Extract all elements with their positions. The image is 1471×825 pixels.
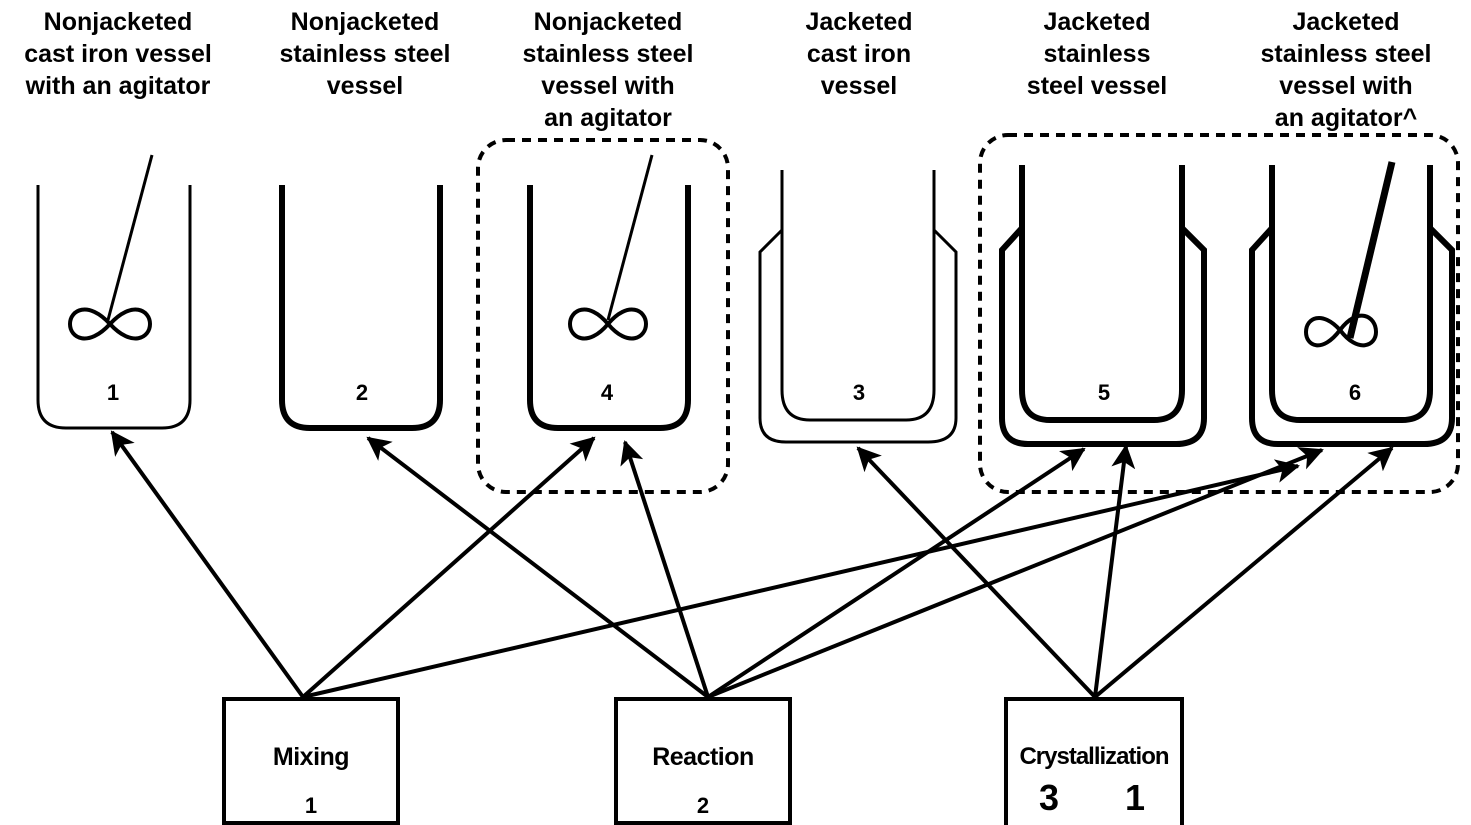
task-box-mixing: Mixing 1 bbox=[222, 697, 400, 825]
vessel-title-3: Jacketed cast iron vessel bbox=[805, 8, 913, 100]
arrow-mixing-to-4 bbox=[301, 436, 596, 699]
agitator-icon bbox=[567, 307, 649, 341]
arrow-mixing-to-6 bbox=[302, 459, 1300, 699]
arrow-reaction-to-2 bbox=[366, 436, 710, 699]
arrow-crystallization-to-3 bbox=[856, 446, 1097, 699]
task-name-mixing: Mixing bbox=[272, 743, 350, 771]
arrow-reaction-to-6 bbox=[707, 447, 1324, 699]
vessel-title-1: Nonjacketed cast iron vessel with an agi… bbox=[24, 8, 212, 100]
vessel-1 bbox=[36, 154, 192, 430]
task-number-mixing: 1 bbox=[304, 793, 318, 818]
group-box-jacketed-stainless bbox=[978, 133, 1460, 494]
arrow-reaction-to-5 bbox=[706, 447, 1086, 699]
vessel-5 bbox=[999, 165, 1207, 447]
agitator-icon bbox=[1303, 313, 1379, 348]
vessel-title-6: Jacketed stainless steel vessel with an … bbox=[1260, 8, 1432, 132]
vessel-6 bbox=[1249, 161, 1455, 447]
arrow-crystallization-to-6 bbox=[1093, 446, 1394, 699]
task-name-crystallization: Crystallization bbox=[1019, 743, 1169, 770]
vessel-number-3: 3 bbox=[852, 380, 866, 405]
vessel-number-4: 4 bbox=[600, 380, 614, 405]
vessel-number-6: 6 bbox=[1348, 380, 1362, 405]
vessel-3 bbox=[758, 170, 958, 444]
task-number-reaction: 2 bbox=[696, 793, 710, 818]
vessel-title-2: Nonjacketed stainless steel vessel bbox=[279, 8, 451, 100]
task-number-crystallization: 3 1 bbox=[1038, 777, 1174, 818]
vessel-number-1: 1 bbox=[106, 380, 120, 405]
vessel-title-5: Jacketed stainless steel vessel bbox=[1026, 8, 1168, 100]
vessel-4 bbox=[527, 154, 691, 431]
group-box-agitated-nonjacketed bbox=[476, 138, 730, 494]
vessel-2 bbox=[279, 185, 443, 431]
vessel-number-2: 2 bbox=[355, 380, 369, 405]
vessel-number-5: 5 bbox=[1097, 380, 1111, 405]
agitator-icon bbox=[67, 307, 153, 341]
task-box-reaction: Reaction 2 bbox=[614, 697, 792, 825]
vessel-title-4: Nonjacketed stainless steel vessel with … bbox=[522, 8, 694, 132]
arrow-reaction-to-4 bbox=[620, 440, 710, 698]
arrow-crystallization-to-5 bbox=[1093, 444, 1136, 698]
task-name-reaction: Reaction bbox=[652, 743, 754, 771]
arrow-mixing-to-1 bbox=[110, 430, 305, 699]
task-box-crystallization: Crystallization 3 1 bbox=[1004, 697, 1184, 825]
